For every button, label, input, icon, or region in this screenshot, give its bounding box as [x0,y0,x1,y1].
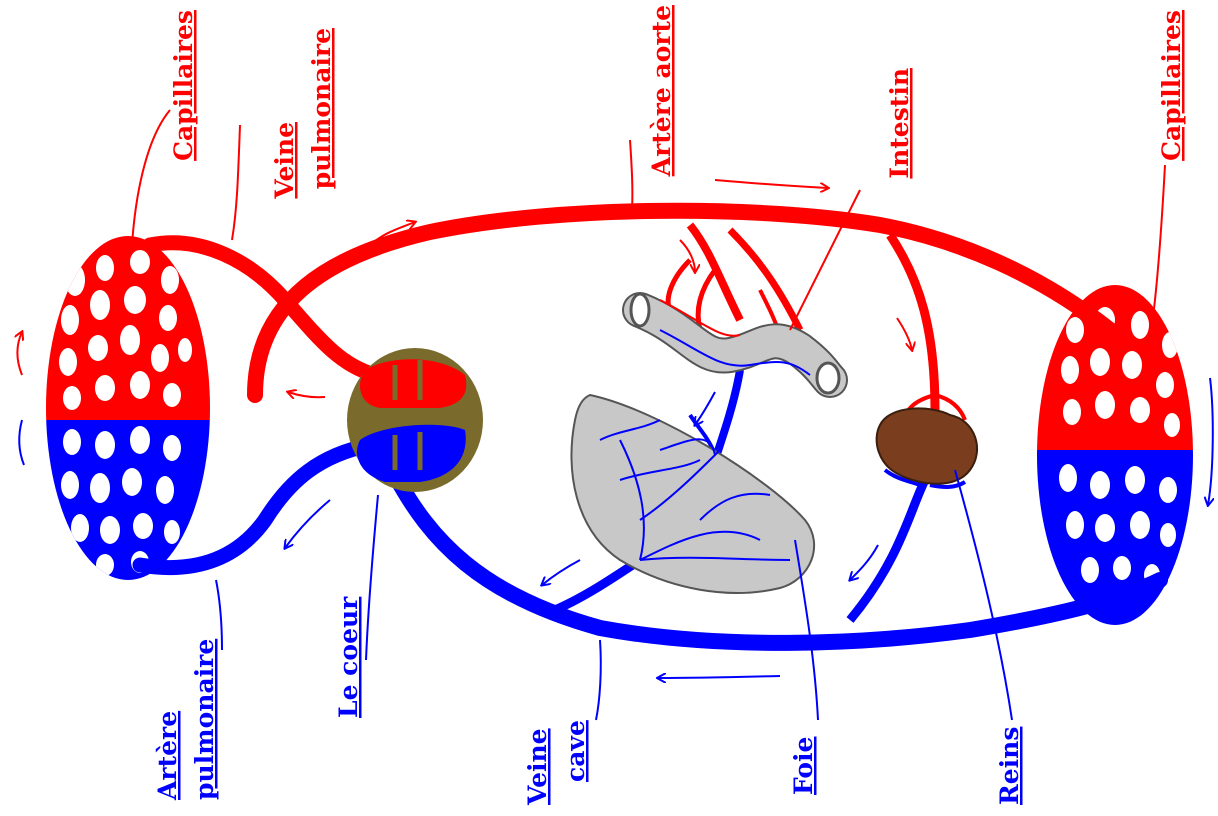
liver [571,395,814,593]
arrow-lung-down [19,420,24,465]
label-veine-cave-line1: Veine [523,728,552,806]
arrow-lung-up [18,332,23,375]
arrow-renal-branch [897,318,912,350]
arrow-heart-left [288,392,325,397]
arrow-liver-out [542,560,580,585]
label-foie: Foie [789,737,818,795]
arrow-aorta-top [715,180,828,188]
intestine-opening-right [817,363,839,393]
label-reins: Reins [995,727,1024,805]
heart [347,348,483,492]
arrow-renal-vein [850,545,878,580]
label-artere-pulmonaire-line2: pulmonaire [190,639,219,800]
body-capillaries-arterial-half [1030,280,1210,450]
label-intestin: Intestin [885,68,914,179]
label-capillaires-body: Capillaires [1157,10,1186,161]
body-capillary-bed [1030,280,1210,640]
heart-left-side [360,359,466,408]
label-artere-pulmonaire-line1: Artère [153,711,182,801]
arrow-pulmonary-artery [285,500,330,548]
label-veine-cave-line2: cave [561,720,590,782]
intestine-opening-left [631,294,649,326]
arrow-portal [695,392,715,425]
lung-capillary-bed [40,230,220,590]
label-capillaires-lung: Capillaires [169,10,198,161]
label-le-coeur: Le coeur [334,596,363,718]
label-veine-pulmonaire-line1: Veine [270,122,299,200]
label-veine-pulmonaire-line2: pulmonaire [307,28,336,189]
labels: Capillaires Veine pulmonaire Artère aort… [153,5,1186,806]
label-artere-aorte: Artère aorte [647,5,676,177]
arrow-vena-cava [658,676,780,678]
arrow-body-right-down [1208,378,1213,505]
